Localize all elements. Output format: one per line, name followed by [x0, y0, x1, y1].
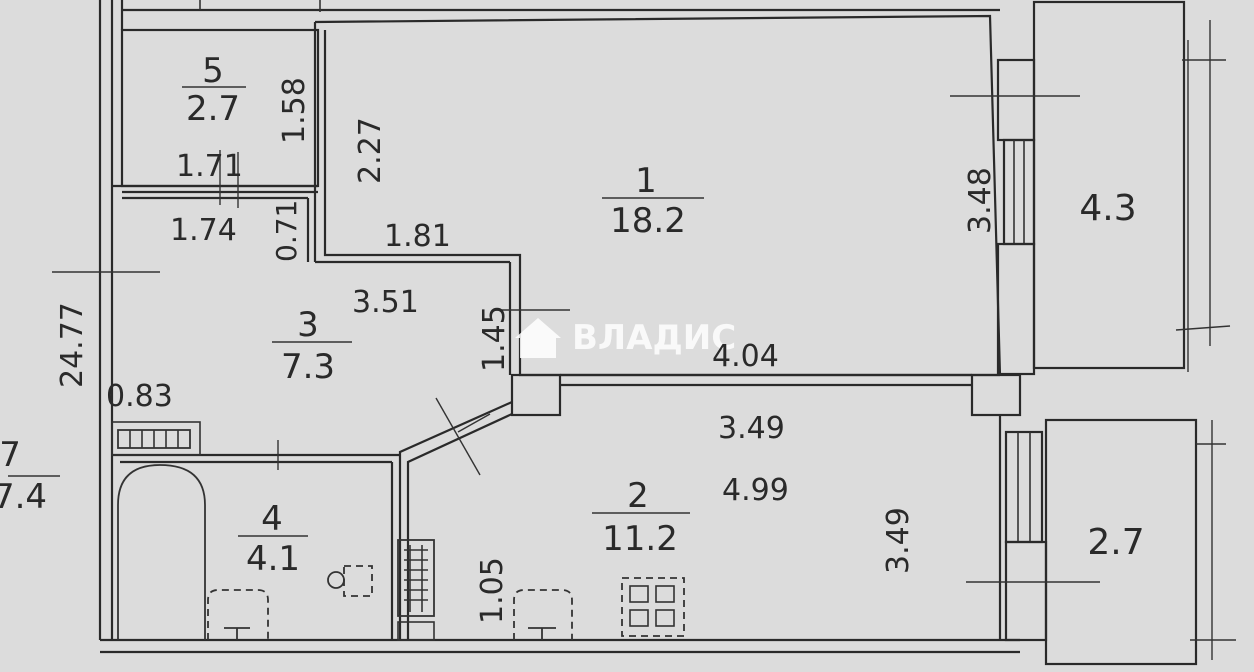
dim-0-83: 0.83: [106, 379, 173, 414]
room-4-number: 4: [261, 499, 283, 539]
toilet-fixture: [207, 589, 269, 640]
room-4-area: 4.1: [246, 539, 300, 579]
dim-1-05: 1.05: [475, 557, 510, 624]
dimension-marks: [8, 20, 1236, 660]
house-icon: [515, 318, 561, 358]
balcony-bottom-area: 2.7: [1087, 522, 1144, 563]
room-2-number: 2: [627, 476, 649, 516]
watermark: ВЛАДИС: [515, 318, 736, 358]
dim-1-45: 1.45: [477, 305, 512, 372]
room-3-4-walls: [111, 184, 400, 640]
kitchen-sink-fixture: [513, 589, 573, 640]
dim-1-71: 1.71: [176, 149, 243, 184]
balcony-bottom: [1044, 418, 1198, 666]
room-1-area: 18.2: [610, 201, 686, 241]
room-3-number: 3: [297, 305, 319, 345]
dim-4-04: 4.04: [712, 339, 779, 374]
balcony-top: [1032, 0, 1186, 370]
right-wall-section: [970, 58, 1048, 642]
watermark-text: ВЛАДИС: [572, 318, 736, 358]
dim-3-49-right: 3.49: [881, 507, 916, 574]
dim-1-58: 1.58: [277, 77, 312, 144]
exterior-walls: [98, 0, 1020, 654]
room-1-number: 1: [635, 161, 657, 201]
sink-fixture: [327, 565, 373, 597]
dim-4-99: 4.99: [722, 473, 789, 508]
balcony-top-area: 4.3: [1079, 188, 1136, 229]
dimension-labels: 1.58 2.27 1.71 1.74 0.71 1.81 3.48 24.77…: [55, 77, 998, 624]
dim-3-51: 3.51: [352, 285, 419, 320]
dim-0-71: 0.71: [270, 200, 303, 262]
dim-3-49-top: 3.49: [718, 411, 785, 446]
room-labels: 5 2.7 1 18.2 3 7.3 4 4.1 2 11.2 7 7.4 4.…: [0, 51, 1145, 579]
radiator-fixture: [117, 429, 191, 449]
room-5-number: 5: [202, 51, 224, 91]
dim-1-81: 1.81: [384, 219, 451, 254]
bathtub-fixture: [117, 464, 206, 640]
room-7-area: 7.4: [0, 477, 47, 517]
dim-1-74: 1.74: [170, 213, 237, 248]
dim-3-48: 3.48: [963, 167, 998, 234]
stove-fixture: [621, 577, 685, 637]
room-5-area: 2.7: [186, 89, 240, 129]
room-2-area: 11.2: [602, 519, 678, 559]
dim-2-27: 2.27: [353, 117, 388, 184]
room-3-area: 7.3: [281, 347, 335, 387]
dim-24-77: 24.77: [55, 302, 90, 388]
shaft-fixture: [397, 539, 435, 641]
room-7-number: 7: [0, 435, 21, 475]
